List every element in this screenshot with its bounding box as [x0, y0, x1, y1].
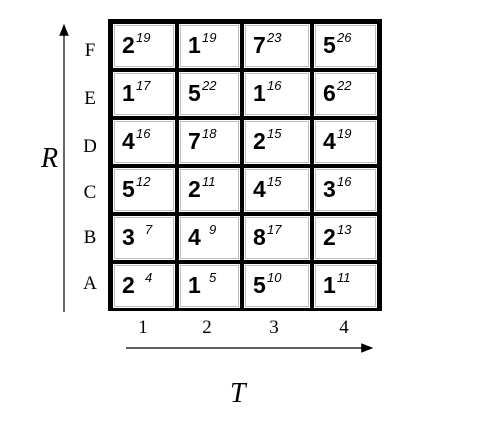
cell-superscript: 17 — [267, 222, 282, 237]
cell-value: 5 — [188, 80, 201, 106]
cell-value: 1 — [122, 80, 135, 106]
cell-superscript: 16 — [337, 174, 352, 189]
cell-superscript: 10 — [267, 270, 282, 285]
cell-superscript: 11 — [202, 174, 216, 189]
row-label-f: F — [84, 40, 96, 61]
cell-value: 5 — [253, 272, 266, 298]
cell-superscript: 7 — [145, 222, 153, 237]
cell-superscript: 12 — [136, 174, 151, 189]
cell-superscript: 22 — [337, 78, 352, 93]
cell-superscript: 15 — [267, 174, 282, 189]
cell-superscript: 26 — [337, 30, 352, 45]
cell-value: 4 — [188, 224, 201, 250]
row-label-c: C — [83, 182, 97, 203]
cell-value: 7 — [188, 128, 201, 154]
cell-superscript: 22 — [202, 78, 217, 93]
column-label-4: 4 — [339, 317, 349, 338]
cell-value: 2 — [253, 128, 266, 154]
cell-value: 2 — [323, 224, 336, 250]
cell-value: 7 — [253, 32, 266, 58]
cell-superscript: 4 — [145, 270, 153, 285]
cell-superscript: 9 — [209, 222, 217, 237]
cell-value: 1 — [323, 272, 336, 298]
cell-superscript: 19 — [202, 30, 217, 45]
cell-value: 5 — [323, 32, 336, 58]
cell-superscript: 23 — [267, 30, 282, 45]
cell-value: 1 — [253, 80, 266, 106]
cell-value: 4 — [122, 128, 135, 154]
cell-value: 1 — [188, 32, 201, 58]
cell-superscript: 19 — [136, 30, 151, 45]
cell-value: 5 — [122, 176, 135, 202]
cell-value: 4 — [323, 128, 336, 154]
cell-value: 3 — [122, 224, 135, 250]
cell-superscript: 19 — [337, 126, 352, 141]
row-label-a: A — [83, 273, 97, 294]
cell-value: 4 — [253, 176, 266, 202]
row-label-d: D — [83, 136, 97, 157]
cell-superscript: 11 — [337, 270, 351, 285]
cell-superscript: 5 — [209, 270, 217, 285]
cell-superscript: 13 — [337, 222, 352, 237]
cell-value: 3 — [323, 176, 336, 202]
cell-value: 1 — [188, 272, 201, 298]
cell-value: 6 — [323, 80, 336, 106]
column-label-2: 2 — [202, 317, 212, 338]
row-label-b: B — [83, 227, 97, 248]
cell-superscript: 17 — [136, 78, 151, 93]
cell-superscript: 15 — [267, 126, 282, 141]
cell-value: 2 — [122, 32, 135, 58]
cell-value: 8 — [253, 224, 266, 250]
cell-superscript: 16 — [267, 78, 282, 93]
row-label-e: E — [84, 88, 96, 109]
column-label-1: 1 — [138, 317, 148, 338]
cell-superscript: 18 — [202, 126, 217, 141]
cell-superscript: 16 — [136, 126, 151, 141]
column-label-3: 3 — [269, 317, 279, 338]
cell-value: 2 — [188, 176, 201, 202]
cell-value: 2 — [122, 272, 135, 298]
horizontal-axis-label: T — [230, 378, 246, 409]
vertical-axis-label: R — [41, 143, 59, 174]
